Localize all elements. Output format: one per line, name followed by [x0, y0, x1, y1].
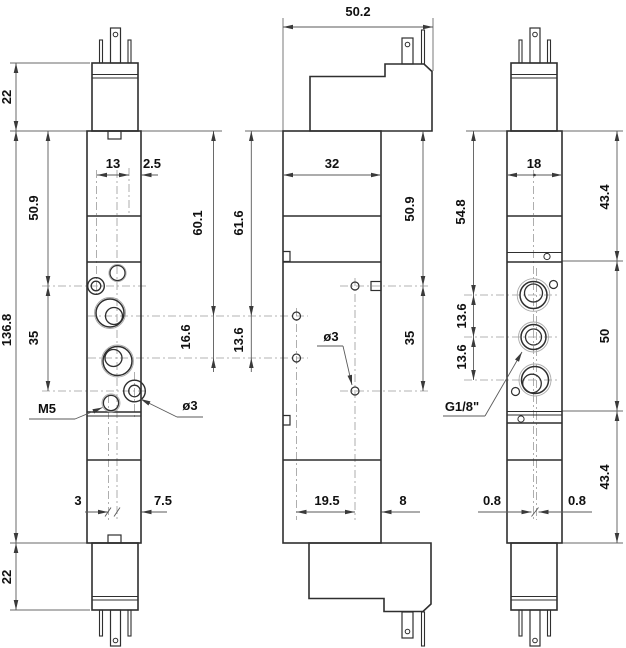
- side-view: [282, 29, 433, 647]
- dim-side-top-to-hole: 61.6: [231, 210, 246, 235]
- dim-back-body-width: 18: [527, 156, 541, 171]
- screw-hole: [543, 252, 551, 261]
- dim-side-hole-span: 13.6: [231, 327, 246, 352]
- g18-port-1: [519, 280, 548, 310]
- g18-leader: [484, 351, 523, 417]
- connector-pin: [127, 39, 132, 64]
- dimension-lines: [13, 24, 620, 610]
- g18-thread-label: G1/8": [445, 399, 479, 414]
- dim-back-top-to-port: 54.8: [453, 199, 468, 224]
- tab-hole: [404, 628, 411, 635]
- connector-pin: [127, 609, 132, 637]
- tab-hole: [532, 637, 538, 644]
- side-coil-top: [309, 29, 433, 132]
- connector-earth-tab: [109, 609, 122, 647]
- dim-front-overall: 136.8: [0, 314, 14, 347]
- connector-pin: [420, 611, 426, 647]
- screw-hole: [517, 415, 525, 423]
- m5-label: M5: [38, 401, 56, 416]
- connector-pin: [420, 29, 426, 65]
- side-index-tab: [370, 280, 382, 292]
- dim-front-off-b: 7.5: [154, 493, 172, 508]
- dim-back-off-b: 0.8: [568, 493, 586, 508]
- work-port-2: [102, 345, 133, 377]
- dia3-hole: [350, 386, 360, 396]
- connector-earth-tab: [109, 27, 122, 64]
- tab-hole: [112, 31, 119, 38]
- mount-hole: [291, 353, 302, 363]
- dim-front-top-to-pilot: 50.9: [26, 195, 41, 220]
- connector-earth-tab: [529, 609, 541, 647]
- front-ports: [86, 263, 146, 413]
- mount-hole: [350, 281, 360, 291]
- connector-earth-tab: [401, 611, 414, 639]
- centerlines: [42, 168, 558, 520]
- dim-side-hole-offset: 19.5: [314, 493, 339, 508]
- dim-back-off-a: 0.8: [483, 493, 501, 508]
- front-coil-bottom: [91, 542, 139, 647]
- dia3-label-side: ø3: [323, 329, 338, 344]
- g18-port-3: [520, 365, 550, 395]
- connector-pin: [518, 609, 523, 637]
- back-view: [506, 27, 563, 647]
- dim-front-coil-bottom: 22: [0, 570, 14, 584]
- tab-hole: [404, 41, 411, 48]
- work-port-1: [95, 298, 125, 328]
- dim-back-span-a: 13.6: [454, 303, 469, 328]
- back-body: [506, 130, 563, 544]
- dim-back-sec-top: 43.4: [597, 184, 612, 210]
- dim-back-span-b: 13.6: [454, 344, 469, 369]
- pilot-port: [86, 277, 105, 296]
- dia3-leader: [342, 345, 353, 386]
- tab-hole: [112, 637, 119, 644]
- tab-hole: [532, 31, 538, 38]
- dim-front-top-to-port1: 60.1: [190, 210, 205, 235]
- m5-hole: [102, 394, 120, 412]
- dim-side-edge-offset: 8: [399, 493, 406, 508]
- connector-pin: [546, 609, 552, 637]
- dimension-labels: 22 136.8 22 50.9 35 13 2.5 60.1 16.6 M5 …: [0, 4, 612, 584]
- dim-side-body-width: 32: [325, 156, 339, 171]
- dim-front-port-width: 13: [106, 156, 120, 171]
- mount-hole: [291, 311, 302, 321]
- dim-front-edge-offset: 2.5: [143, 156, 161, 171]
- dia3-label-front: ø3: [182, 398, 197, 413]
- gasket-notch: [283, 414, 291, 426]
- dim-front-coil-top: 22: [0, 90, 14, 104]
- dia3-leader: [140, 398, 178, 418]
- dim-side-overall-width: 50.2: [345, 4, 370, 19]
- dim-side-top-to-port: 50.9: [402, 196, 417, 221]
- connector-pin: [546, 39, 552, 64]
- gasket-notch: [283, 250, 291, 263]
- dim-back-sec-bottom: 43.4: [597, 464, 612, 490]
- connector-pin: [98, 609, 104, 637]
- dim-side-port-span: 35: [402, 331, 417, 345]
- top-index-tab: [107, 130, 122, 140]
- front-view: [86, 27, 146, 647]
- dim-front-off-a: 3: [74, 493, 81, 508]
- dia3-hole: [122, 379, 146, 403]
- pilot-hole: [510, 386, 521, 397]
- m5-leader: [74, 407, 103, 420]
- pilot-exhaust-hole: [109, 264, 126, 282]
- back-ports: [510, 278, 559, 397]
- dim-front-port-span: 16.6: [178, 324, 193, 349]
- dim-front-pilot-span: 35: [26, 331, 41, 345]
- back-coil-bottom: [510, 542, 558, 647]
- connector-earth-tab: [401, 37, 414, 65]
- connector-pin: [518, 39, 523, 64]
- dim-back-sec-mid: 50: [597, 329, 612, 343]
- pilot-hole: [548, 279, 559, 290]
- g18-port-2: [520, 323, 547, 351]
- connector-pin: [98, 39, 104, 64]
- connector-earth-tab: [529, 27, 541, 64]
- side-coil-bottom: [308, 542, 432, 647]
